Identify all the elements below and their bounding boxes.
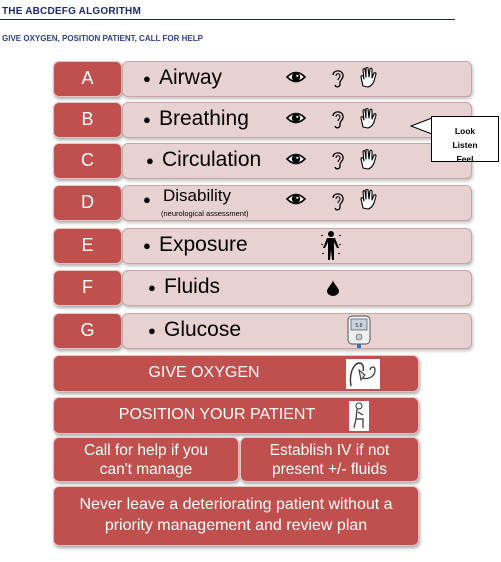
droplet-icon: [327, 280, 339, 296]
bullet-icon: ●: [146, 153, 154, 168]
page-subtitle: GIVE OXYGEN, POSITION PATIENT, CALL FOR …: [2, 34, 203, 43]
position-patient-label: POSITION YOUR PATIENT: [118, 406, 316, 423]
step-label: Circulation: [162, 148, 262, 171]
step-label-box: ● Exposure: [122, 228, 472, 264]
oxygen-mask-icon: [346, 359, 380, 389]
give-oxygen-label: GIVE OXYGEN: [148, 364, 260, 381]
establish-iv-box: Establish IV if not present +/- fluids: [240, 437, 419, 482]
position-patient-bar: POSITION YOUR PATIENT: [53, 397, 419, 434]
look-listen-feel-callout: Look Listen Feel: [431, 116, 499, 164]
ear-icon: [332, 152, 344, 170]
eye-icon: [286, 153, 306, 165]
seated-patient-icon: [349, 401, 369, 431]
glucometer-icon: 5.8: [347, 315, 371, 348]
step-label: Airway: [159, 66, 223, 89]
bullet-icon: ●: [143, 71, 151, 86]
hand-icon: [360, 67, 377, 88]
step-label-box: ● Breathing: [122, 102, 472, 138]
bullet-icon: ●: [143, 238, 151, 253]
call-for-help-line-1: Call for help if you: [83, 442, 209, 459]
give-oxygen-bar: GIVE OXYGEN: [53, 355, 419, 392]
step-letter: B: [53, 102, 122, 138]
step-letter: A: [53, 61, 122, 97]
ear-icon: [332, 193, 344, 211]
step-label-box: ● Glucose 5.8: [122, 313, 472, 349]
never-leave-line-1: Never leave a deteriorating patient with…: [79, 496, 393, 513]
never-leave-line-2: priority management and review plan: [104, 517, 368, 534]
step-letter: F: [53, 270, 122, 306]
eye-icon: [286, 112, 306, 124]
eye-icon: [286, 71, 306, 83]
svg-text:5.8: 5.8: [356, 323, 363, 329]
establish-iv-line-2: present +/- fluids: [271, 461, 388, 478]
bullet-icon: ●: [148, 280, 156, 295]
hand-icon: [360, 149, 377, 170]
step-label-box: ● Airway: [122, 61, 472, 97]
step-letter: E: [53, 228, 122, 264]
callout-pointer: [409, 117, 433, 135]
step-letter: G: [53, 313, 122, 349]
step-label: Fluids: [164, 275, 221, 298]
hand-icon: [360, 189, 377, 210]
never-leave-box: Never leave a deteriorating patient with…: [53, 486, 419, 546]
title-divider: [0, 19, 455, 20]
step-label: Disability: [163, 186, 232, 205]
step-label: Breathing: [159, 107, 249, 130]
call-for-help-box: Call for help if you can't manage: [53, 437, 239, 482]
body-figure-icon: [320, 231, 342, 260]
call-for-help-line-2: can't manage: [99, 461, 193, 478]
bullet-icon: ●: [148, 323, 156, 338]
step-letter: D: [53, 185, 122, 221]
step-label-box: ● Fluids: [122, 270, 472, 306]
eye-icon: [286, 193, 306, 205]
callout-look: Look: [454, 126, 476, 136]
step-sublabel: (neurological assessment): [161, 209, 249, 218]
ear-icon: [332, 70, 344, 88]
page-title: THE ABCDEFG ALGORITHM: [2, 6, 142, 17]
callout-listen: Listen: [452, 140, 478, 150]
ear-icon: [332, 111, 344, 129]
hand-icon: [360, 108, 377, 129]
step-label-box: ● Disability (neurological assessment): [122, 185, 472, 221]
callout-feel: Feel: [456, 154, 474, 164]
step-letter: C: [53, 143, 122, 179]
bullet-icon: ●: [143, 112, 151, 127]
establish-iv-line-1: Establish IV if not: [269, 442, 390, 459]
step-label: Glucose: [164, 318, 242, 341]
step-label-box: ● Circulation: [122, 143, 472, 179]
bullet-icon: ●: [143, 192, 151, 207]
step-label: Exposure: [159, 233, 248, 256]
